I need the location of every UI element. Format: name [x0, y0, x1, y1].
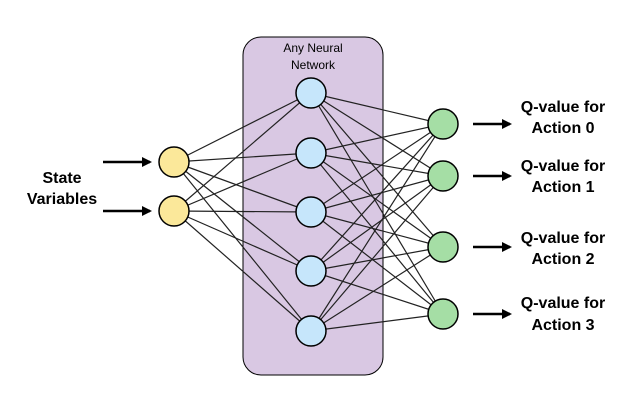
- edge-hidden-4-output-3: [310, 313, 444, 332]
- edge-input-1-hidden-2: [173, 210, 312, 213]
- edge-hidden-2-output-3: [310, 211, 444, 315]
- edge-hidden-0-output-1: [310, 92, 444, 177]
- output-label-1-line2: Action 1: [531, 179, 594, 196]
- edge-input-0-hidden-2: [173, 161, 312, 213]
- edge-hidden-3-output-2: [310, 246, 444, 272]
- edge-hidden-0-output-3: [310, 92, 444, 315]
- edge-hidden-4-output-0: [310, 123, 444, 332]
- edge-hidden-4-output-1: [310, 175, 444, 332]
- edge-hidden-0-output-2: [310, 92, 444, 248]
- output-node-3: [427, 298, 459, 330]
- edge-hidden-1-output-3: [310, 152, 444, 315]
- hidden-node-1: [295, 137, 327, 169]
- output-label-2-line2: Action 2: [531, 251, 594, 268]
- edge-hidden-2-output-0: [310, 123, 444, 213]
- edge-hidden-2-output-1: [310, 175, 444, 213]
- edge-input-0-hidden-0: [173, 92, 312, 163]
- output-node-2: [427, 231, 459, 263]
- output-label-3-line2: Action 3: [531, 317, 594, 334]
- hidden-node-0: [295, 77, 327, 109]
- edge-input-0-hidden-1: [173, 152, 312, 163]
- edge-hidden-1-output-2: [310, 152, 444, 248]
- hidden-node-2: [295, 196, 327, 228]
- hidden-node-3: [295, 255, 327, 287]
- network-box-label-line1: Any Neural: [283, 41, 342, 55]
- edge-hidden-1-output-1: [310, 152, 444, 177]
- connections: [173, 92, 444, 332]
- output-label-3-line1: Q-value for: [521, 295, 605, 312]
- output-label-0-line1: Q-value for: [521, 99, 605, 116]
- edge-input-1-hidden-4: [173, 210, 312, 332]
- edge-input-0-hidden-4: [173, 161, 312, 332]
- edge-input-1-hidden-1: [173, 152, 312, 212]
- input-node-0: [158, 146, 190, 178]
- network-box-label-line2: Network: [291, 58, 336, 72]
- hidden-node-4: [295, 315, 327, 347]
- edge-hidden-3-output-1: [310, 175, 444, 272]
- edge-hidden-3-output-0: [310, 123, 444, 272]
- state-label-line1: State: [42, 170, 81, 187]
- output-label-0-line2: Action 0: [531, 120, 594, 137]
- state-label-line2: Variables: [27, 191, 97, 208]
- output-label-1-line1: Q-value for: [521, 158, 605, 175]
- input-node-1: [158, 195, 190, 227]
- output-node-0: [427, 108, 459, 140]
- edge-hidden-0-output-0: [310, 92, 444, 125]
- edge-input-1-hidden-0: [173, 92, 312, 212]
- edge-hidden-1-output-0: [310, 123, 444, 154]
- output-label-2-line1: Q-value for: [521, 230, 605, 247]
- edge-hidden-2-output-2: [310, 211, 444, 248]
- nodes: [158, 77, 459, 347]
- edge-input-1-hidden-3: [173, 210, 312, 272]
- edge-hidden-3-output-3: [310, 270, 444, 315]
- edge-input-0-hidden-3: [173, 161, 312, 272]
- output-node-1: [427, 160, 459, 192]
- edge-hidden-4-output-2: [310, 246, 444, 332]
